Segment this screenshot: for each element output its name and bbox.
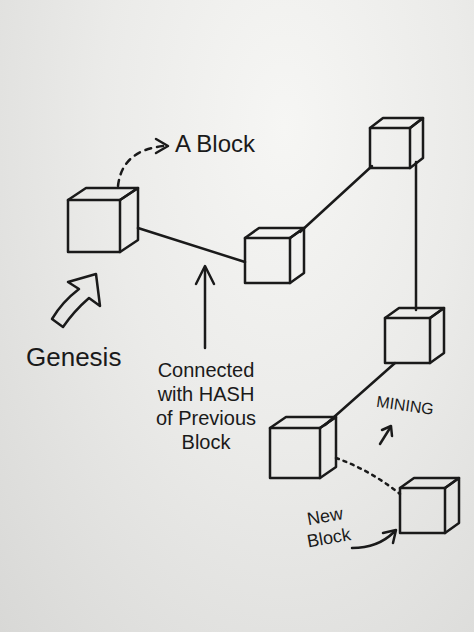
new-block-label: New Block — [293, 501, 362, 554]
new-block-cube — [400, 478, 459, 533]
genesis-label: Genesis — [26, 342, 156, 373]
block-cube — [370, 118, 423, 168]
block-cube — [385, 308, 444, 363]
hollow-arrow — [52, 274, 100, 327]
hash-note: Connected with HASH of Previous Block — [148, 358, 264, 454]
curved-arrow — [352, 530, 396, 548]
genesis-cube — [68, 188, 138, 252]
dashed-arrow — [118, 139, 168, 186]
mining-arrow — [380, 426, 392, 444]
block-cube — [270, 417, 336, 478]
pointer-arrow — [196, 266, 214, 348]
block-cube — [245, 228, 304, 283]
block-label: A Block — [175, 130, 295, 159]
chain-links — [138, 162, 416, 494]
mining-label: MINING — [375, 392, 467, 424]
